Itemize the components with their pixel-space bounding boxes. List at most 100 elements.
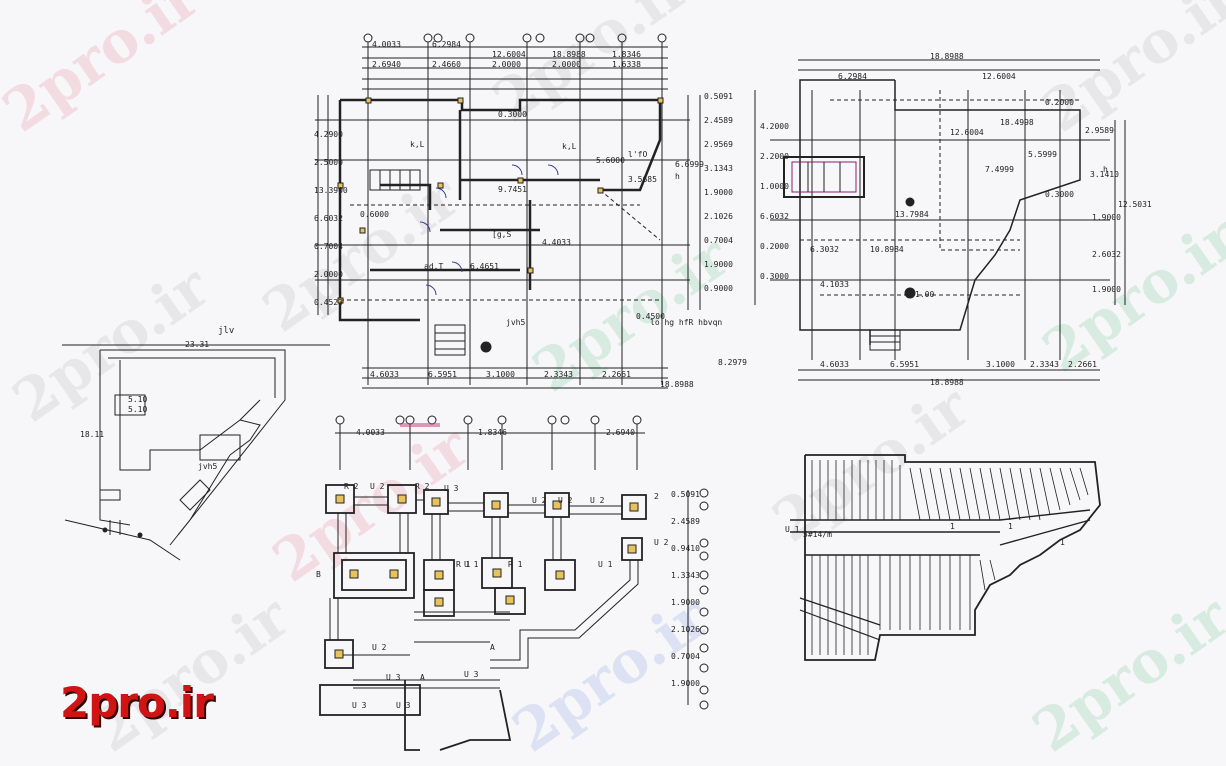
dimension-label: 2.2000 (760, 152, 789, 161)
room-label: k,L (410, 140, 425, 149)
dimension-label: 2.3343 (544, 370, 573, 379)
dimension-label: 6.2984 (432, 40, 461, 49)
footing-label: U 2 (558, 496, 573, 505)
dimension-label: 4.6033 (820, 360, 849, 369)
footing-label: R 1 (508, 560, 523, 569)
dimension-label: 9.7451 (498, 185, 527, 194)
dimension-label: 8.2979 (718, 358, 747, 367)
dimension-label: 6.3032 (810, 245, 839, 254)
roof-label: 1 (1008, 522, 1013, 531)
dimension-label: 0.4500 (636, 312, 665, 321)
dimension-label: 12.6004 (492, 50, 526, 59)
room-label: [g,S (492, 230, 512, 239)
dimension-label: 0.5091 (704, 92, 733, 101)
dimension-label: 18.8988 (930, 378, 964, 387)
dimension-label: 4.0033 (372, 40, 401, 49)
room-label: k,L (562, 142, 577, 151)
dimension-label: 4.4033 (542, 238, 571, 247)
dimension-label: 12.6004 (950, 128, 984, 137)
dimension-label: 2.5000 (314, 158, 343, 167)
dimension-label: 2.2661 (1068, 360, 1097, 369)
dimension-label: 0.6000 (360, 210, 389, 219)
dimension-label: 0.9000 (704, 284, 733, 293)
dimension-label: 1.8346 (478, 428, 507, 437)
dimension-label: 6.4651 (470, 262, 499, 271)
footing-label: R 1 (456, 560, 471, 569)
footing-label: U 2 (590, 496, 605, 505)
dimension-label: 0.7004 (671, 652, 700, 661)
dimension-label: 6.5951 (428, 370, 457, 379)
dimension-label: 4.1033 (820, 280, 849, 289)
footing-label: U 3 (352, 701, 367, 710)
dimension-label: 0.7004 (704, 236, 733, 245)
site-label: 18.11 (80, 430, 105, 439)
dimension-label: 2.0000 (492, 60, 521, 69)
dimension-label: 1.9000 (1092, 285, 1121, 294)
site-label: 5.10 (128, 405, 148, 414)
site-label: jvh5 (198, 462, 218, 471)
footing-label: A (490, 643, 495, 652)
dimension-label: 18.8988 (930, 52, 964, 61)
dimension-label: 2.4589 (671, 517, 700, 526)
site-label: 5.10 (128, 395, 148, 404)
room-label: lo hg hfR hbvqn (650, 318, 723, 327)
dimension-label: 5.5999 (1028, 150, 1057, 159)
footing-label: U 2 (370, 482, 385, 491)
dimension-label: 1.9000 (704, 188, 733, 197)
dimension-label: 1.00 (915, 290, 935, 299)
footing-label: U 1 (464, 560, 479, 569)
dimension-label: 2.6940 (372, 60, 401, 69)
dimension-label: 4.6033 (370, 370, 399, 379)
dimension-label: 0.2000 (760, 242, 789, 251)
dimension-label: 2.1026 (704, 212, 733, 221)
dimension-label: 0.7004 (314, 242, 343, 251)
dimension-label: 6.2984 (838, 72, 867, 81)
dimension-label: 0.9410 (671, 544, 700, 553)
dimension-label: 2.4589 (704, 116, 733, 125)
dimension-label: 1.9000 (671, 679, 700, 688)
dimension-label: 6.5951 (890, 360, 919, 369)
dimension-label: 1.8346 (612, 50, 641, 59)
footing-label: B (316, 570, 321, 579)
dimension-label: 3.1000 (986, 360, 1015, 369)
dimension-label: 12.5031 (1118, 200, 1152, 209)
roof-label: 5#14/m (803, 530, 832, 539)
dimension-label: 12.6004 (982, 72, 1016, 81)
dimension-label: 6.6999 (675, 160, 704, 169)
dimension-label: 1.9000 (1092, 213, 1121, 222)
footing-label: 2 (654, 492, 659, 501)
dimension-label: 0.2000 (1045, 98, 1074, 107)
dimension-label: 0.3000 (498, 110, 527, 119)
dimension-label: 5.6000 (596, 156, 625, 165)
footing-label: U 1 (598, 560, 613, 569)
dimension-label: 2.6940 (606, 428, 635, 437)
dimension-label: 7.4999 (985, 165, 1014, 174)
dimension-label: 2.2661 (602, 370, 631, 379)
dimension-label: 0.4523 (314, 298, 343, 307)
dimension-label: 3.1000 (486, 370, 515, 379)
foundation-plan (319, 415, 709, 751)
dimension-label: 4.2000 (760, 122, 789, 131)
roof-label: 1 (1060, 538, 1065, 547)
dimension-label: 4.2900 (314, 130, 343, 139)
dimension-label: 6.6032 (760, 212, 789, 221)
roof-label: 1 (950, 522, 955, 531)
dimension-label: 1.6338 (612, 60, 641, 69)
footing-label: U 3 (396, 701, 411, 710)
dimension-label: 3.5685 (628, 175, 657, 184)
dimension-label: 2.0000 (552, 60, 581, 69)
dimension-label: 3.1410 (1090, 170, 1119, 179)
roof-label: U 1 (785, 525, 800, 534)
site-plan-title: jlv (218, 326, 235, 336)
dimension-label: 13.3900 (314, 186, 348, 195)
dimension-label: 0.5091 (671, 490, 700, 499)
dimension-label: 1.3343 (671, 571, 700, 580)
dimension-label: 6.6032 (314, 214, 343, 223)
dimension-label: 2.1026 (671, 625, 700, 634)
joists (811, 460, 1089, 655)
dimension-label: h (1103, 165, 1108, 174)
dimension-label: 1.9000 (704, 260, 733, 269)
brand-logo: 2pro.ir (60, 678, 214, 727)
